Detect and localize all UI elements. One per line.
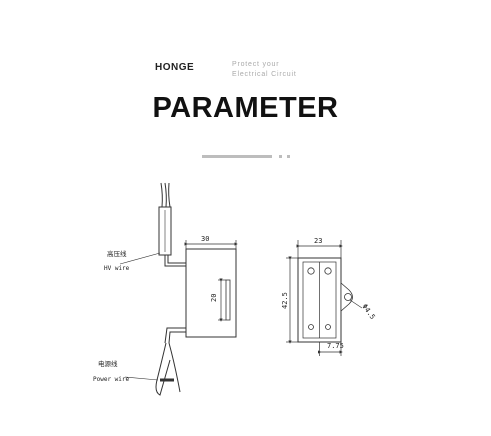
side-offset-label: 7.75: [327, 342, 344, 350]
mount-hole: [307, 267, 315, 275]
side-height-label: 42.5: [281, 292, 289, 309]
power-wire-cable: [155, 327, 186, 396]
mount-hole: [325, 324, 331, 330]
power-wire-label-cn: 电源线: [98, 359, 118, 368]
hole-diameter-label: Φ4.5: [360, 303, 376, 321]
hv-wire-label-cn: 高压线: [107, 249, 127, 258]
hv-wire-label-en: HV wire: [104, 265, 130, 272]
slogan-line-1: Protect your: [232, 61, 280, 68]
brand-slogan: Protect your Electrical Circuit: [232, 60, 327, 82]
front-width-label: 30: [201, 235, 209, 243]
hole-leader: [349, 299, 363, 309]
brand-logo: HONGE: [155, 62, 195, 73]
title-underline-dot: [279, 155, 282, 158]
side-view: 23 42.5 Φ4.5 7.75: [281, 237, 377, 356]
slogan-line-2: Electrical Circuit: [232, 71, 297, 78]
mounting-ear: [340, 282, 353, 312]
hv-wire-leader: [119, 252, 161, 265]
mount-hole: [308, 324, 314, 330]
side-offset-dimension: [317, 342, 343, 356]
front-width-dimension: [184, 240, 238, 249]
power-wire-leader: [124, 376, 159, 381]
body-slot: [225, 279, 231, 321]
front-height-dimension: [218, 278, 226, 322]
side-width-label: 23: [314, 237, 322, 245]
page-title: PARAMETER: [152, 92, 339, 124]
hv-wire-cable: [158, 182, 186, 267]
power-wire-label-en: Power wire: [93, 376, 130, 383]
capacitor-body: [185, 248, 237, 338]
side-height-dimension: [286, 256, 298, 344]
title-underline-dot: [287, 155, 290, 158]
ear-hole: [344, 293, 352, 301]
side-width-dimension: [296, 240, 343, 258]
front-height-label: 20: [210, 294, 218, 302]
front-view: 30 20 高压线 HV wire 电源线 Po: [93, 182, 238, 396]
title-underline: [202, 155, 272, 158]
mount-hole: [324, 267, 332, 275]
